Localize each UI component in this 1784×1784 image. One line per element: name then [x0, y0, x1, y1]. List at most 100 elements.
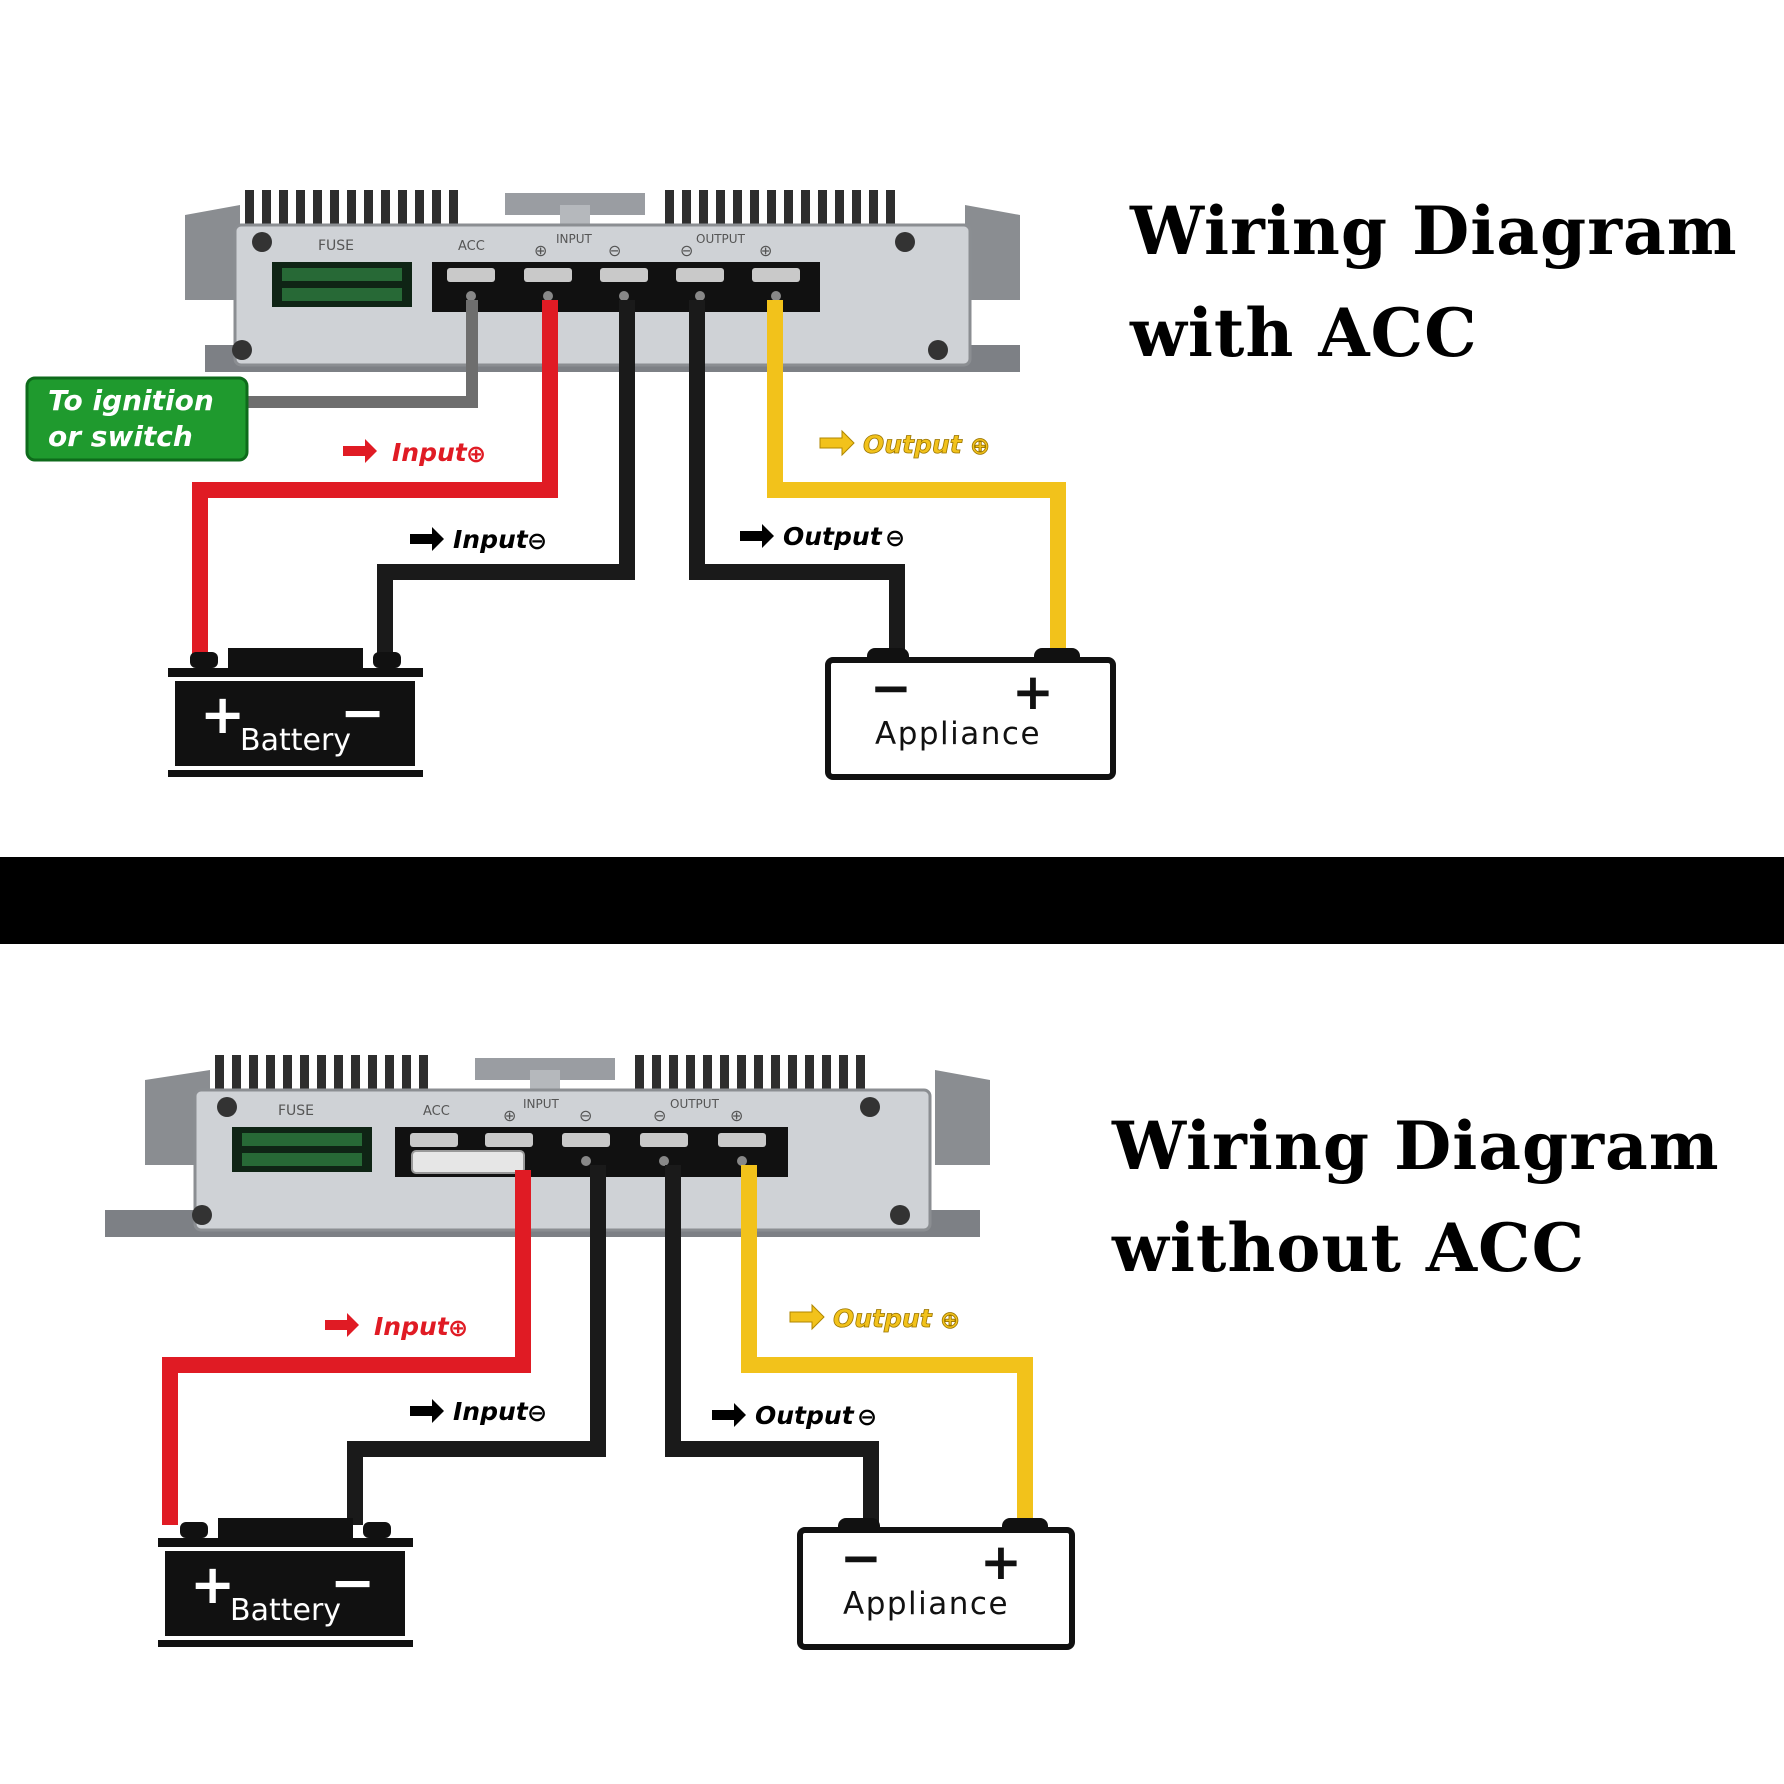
wires	[162, 1165, 1033, 1525]
plus-circle-icon: ⊕	[970, 432, 990, 460]
mount-hole	[192, 1205, 212, 1225]
arrow-right-icon	[325, 1313, 359, 1337]
title-line-1: Wiring Diagram	[1130, 192, 1738, 270]
mount-hole	[252, 232, 272, 252]
acc-terminal-label: ACC	[423, 1104, 450, 1119]
svg-text:⊖: ⊖	[680, 241, 693, 260]
plus-circle-icon: ⊕	[466, 440, 486, 468]
mount-hole	[217, 1097, 237, 1117]
acc-wire	[245, 300, 478, 408]
title-line-2: without ACC	[1112, 1209, 1586, 1288]
diagram-without-acc: FUSE ACC INPUT OUTPUT ⊕ ⊖ ⊖ ⊕	[0, 945, 1784, 1775]
output-terminal-label: OUTPUT	[670, 1097, 720, 1111]
appliance: − + Appliance	[825, 648, 1116, 780]
ignition-label-line2: or switch	[48, 420, 193, 453]
input-terminal-label: INPUT	[523, 1097, 560, 1111]
mount-hole	[928, 340, 948, 360]
label-input-positive: Input ⊕	[343, 438, 486, 468]
arrow-right-icon	[410, 1399, 444, 1423]
minus-circle-icon: ⊖	[857, 1403, 877, 1431]
label-output-negative: Output ⊖	[740, 522, 905, 552]
diagram-with-acc: FUSE ACC INPUT OUTPUT ⊕ ⊖ ⊖ ⊕	[0, 0, 1784, 830]
svg-text:Input: Input	[453, 525, 529, 554]
battery-plus-sign: +	[200, 683, 245, 746]
battery: + − Battery	[168, 648, 423, 777]
arrow-right-icon	[789, 1303, 825, 1331]
mount-hole	[860, 1097, 880, 1117]
appliance-minus-sign: −	[870, 659, 912, 717]
output-positive-wire	[767, 300, 1066, 655]
converter: FUSE ACC INPUT OUTPUT ⊕ ⊖ ⊖ ⊕	[105, 1088, 980, 1237]
wiring-diagram-without-acc: FUSE ACC INPUT OUTPUT ⊕ ⊖ ⊖ ⊕	[105, 1055, 1075, 1650]
arrow-right-icon	[712, 1403, 746, 1427]
ignition-label-line1: To ignition	[48, 384, 214, 417]
mount-hole	[895, 232, 915, 252]
output-negative-wire	[665, 1165, 879, 1525]
label-output-positive: Output ⊕	[789, 1303, 961, 1334]
label-output-negative: Output ⊖	[712, 1401, 877, 1431]
appliance-plus-sign: +	[1012, 663, 1054, 721]
svg-text:⊖: ⊖	[653, 1106, 666, 1125]
ignition-switch-badge: To ignition or switch	[25, 376, 249, 462]
svg-text:⊕: ⊕	[759, 241, 772, 260]
minus-circle-icon: ⊖	[527, 527, 547, 555]
label-output-positive: Output ⊕	[819, 429, 991, 460]
svg-text:⊖: ⊖	[608, 241, 621, 260]
battery-label: Battery	[240, 723, 351, 758]
section-divider	[0, 857, 1784, 944]
input-negative-wire	[347, 1165, 606, 1525]
wires	[192, 300, 1066, 655]
svg-text:⊖: ⊖	[579, 1106, 592, 1125]
svg-text:Output: Output	[863, 430, 963, 459]
label-input-negative: Input ⊖	[410, 525, 547, 555]
minus-circle-icon: ⊖	[527, 1399, 547, 1427]
input-terminal-label: INPUT	[556, 232, 593, 246]
converter: FUSE ACC INPUT OUTPUT ⊕ ⊖ ⊖ ⊕	[205, 223, 1020, 372]
appliance: − + Appliance	[797, 1518, 1075, 1650]
battery-minus-sign: −	[340, 681, 385, 744]
acc-jumper-link	[411, 1150, 525, 1174]
output-negative-wire	[689, 300, 905, 655]
svg-text:⊕: ⊕	[503, 1106, 516, 1125]
fuse-label: FUSE	[278, 1103, 314, 1119]
svg-text:Output: Output	[833, 1304, 933, 1333]
input-positive-wire	[162, 1170, 531, 1525]
label-input-positive: Input ⊕	[325, 1312, 468, 1342]
title-line-2: with ACC	[1130, 294, 1478, 373]
mount-hole	[232, 340, 252, 360]
appliance-minus-sign: −	[840, 1529, 882, 1587]
fuse-label: FUSE	[318, 238, 354, 254]
arrow-right-icon	[819, 429, 855, 457]
title-line-1: Wiring Diagram	[1112, 1107, 1720, 1185]
appliance-label: Appliance	[843, 1586, 1009, 1622]
svg-text:Output: Output	[783, 522, 883, 551]
arrow-right-icon	[740, 524, 774, 548]
svg-text:⊕: ⊕	[730, 1106, 743, 1125]
svg-text:Input: Input	[453, 1397, 529, 1426]
mount-hole	[890, 1205, 910, 1225]
wiring-diagram-with-acc: FUSE ACC INPUT OUTPUT ⊕ ⊖ ⊖ ⊕	[25, 190, 1116, 780]
battery-plus-sign: +	[190, 1553, 235, 1616]
battery-minus-sign: −	[330, 1551, 375, 1614]
minus-circle-icon: ⊖	[885, 524, 905, 552]
label-input-negative: Input ⊖	[410, 1397, 547, 1427]
input-positive-wire	[192, 300, 558, 655]
arrow-right-icon	[343, 439, 377, 463]
output-positive-wire	[741, 1165, 1033, 1525]
battery-label: Battery	[230, 1593, 341, 1628]
plus-circle-icon: ⊕	[940, 1306, 960, 1334]
svg-text:Input: Input	[392, 438, 468, 467]
output-terminal-label: OUTPUT	[696, 232, 746, 246]
acc-terminal-label: ACC	[458, 239, 485, 254]
appliance-label: Appliance	[875, 716, 1041, 752]
plus-circle-icon: ⊕	[448, 1314, 468, 1342]
diagram-title: Wiring Diagram without ACC	[1112, 1095, 1720, 1300]
input-negative-wire	[377, 300, 635, 655]
diagram-title: Wiring Diagram with ACC	[1130, 180, 1738, 385]
battery: + − Battery	[158, 1518, 413, 1647]
arrow-right-icon	[410, 527, 444, 551]
appliance-plus-sign: +	[980, 1533, 1022, 1591]
svg-text:Output: Output	[755, 1401, 855, 1430]
svg-text:⊕: ⊕	[534, 241, 547, 260]
svg-text:Input: Input	[374, 1312, 450, 1341]
